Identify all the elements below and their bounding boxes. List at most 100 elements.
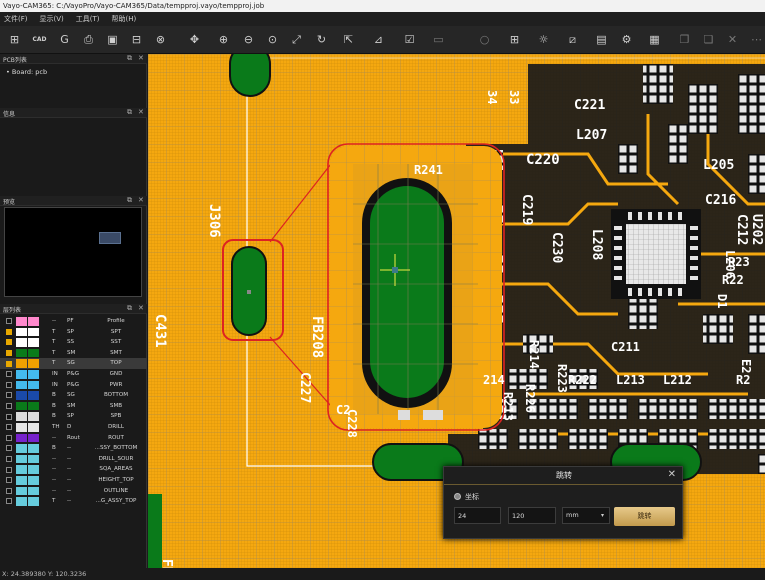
layer-checkbox[interactable] [6, 456, 12, 462]
layer-color-swatch[interactable] [28, 338, 39, 347]
light-icon[interactable]: ☼ [535, 31, 552, 48]
report-icon[interactable]: ▦ [646, 31, 663, 48]
layer-checkbox[interactable] [6, 445, 12, 451]
layer-row[interactable]: TSPSPT [0, 327, 147, 338]
measure-icon[interactable]: ⊿ [370, 31, 387, 48]
x-coordinate-input[interactable] [454, 507, 501, 524]
zoom-out-icon[interactable]: ⊖ [240, 31, 257, 48]
ruler-icon[interactable]: ⧄ [564, 31, 581, 48]
save-icon[interactable]: ▣ [104, 31, 121, 48]
open-file-icon[interactable]: ⎙ [80, 31, 97, 48]
layer-color-swatch[interactable] [16, 497, 27, 506]
export-icon[interactable]: ⇱ [340, 31, 357, 48]
preview-viewport[interactable] [99, 232, 121, 244]
menu-tools[interactable]: 工具(T) [76, 14, 100, 24]
layer-color-swatch[interactable] [16, 317, 27, 326]
layer-color-swatch[interactable] [28, 359, 39, 368]
layer-row[interactable]: BSGBOTTOM [0, 390, 147, 401]
layer-checkbox[interactable] [6, 318, 12, 324]
close-icon[interactable]: ✕ [138, 108, 144, 116]
layer-checkbox[interactable] [6, 424, 12, 430]
layer-color-swatch[interactable] [28, 497, 39, 506]
layer-color-swatch[interactable] [28, 423, 39, 432]
paste-icon[interactable]: ❏ [700, 31, 717, 48]
layer-color-swatch[interactable] [16, 487, 27, 496]
layer-color-swatch[interactable] [28, 317, 39, 326]
grid-icon[interactable]: ⊞ [506, 31, 523, 48]
layer-row[interactable]: INP&GPWR [0, 380, 147, 391]
add-icon[interactable]: ⊞ [6, 31, 23, 48]
menu-view[interactable]: 显示(V) [40, 14, 64, 24]
layer-color-swatch[interactable] [16, 423, 27, 432]
layer-color-swatch[interactable] [28, 391, 39, 400]
layer-row[interactable]: T--...G_ASSY_TOP [0, 496, 147, 507]
pcb-list-item[interactable]: • Board: pcb [6, 68, 47, 76]
float-icon[interactable]: ⧉ [127, 54, 132, 63]
layer-color-swatch[interactable] [16, 381, 27, 390]
close-icon[interactable]: ✕ [138, 304, 144, 312]
display-icon[interactable]: ▤ [593, 31, 610, 48]
layer-color-swatch[interactable] [28, 476, 39, 485]
layer-row[interactable]: ----OUTLINE [0, 486, 147, 497]
layer-color-swatch[interactable] [28, 349, 39, 358]
cancel-icon[interactable]: ⊗ [152, 31, 169, 48]
layer-row[interactable]: ----SQA_AREAS [0, 464, 147, 475]
layer-color-swatch[interactable] [16, 434, 27, 443]
layer-row[interactable]: ----DRILL_SOUR [0, 454, 147, 465]
checklist-icon[interactable]: ☑ [401, 31, 418, 48]
layer-color-swatch[interactable] [16, 412, 27, 421]
layer-row[interactable]: BSPSPB [0, 411, 147, 422]
chevron-down-icon[interactable]: ▾ [601, 512, 604, 519]
copy-icon[interactable]: ❐ [676, 31, 693, 48]
save-as-icon[interactable]: ⊟ [128, 31, 145, 48]
menu-file[interactable]: 文件(F) [4, 14, 28, 24]
layer-color-swatch[interactable] [16, 455, 27, 464]
g-icon[interactable]: G [56, 31, 73, 48]
layer-color-swatch[interactable] [28, 381, 39, 390]
float-icon[interactable]: ⧉ [127, 108, 132, 117]
close-icon[interactable]: ✕ [138, 196, 144, 204]
layer-color-swatch[interactable] [16, 391, 27, 400]
layer-row[interactable]: TSGTOP [0, 358, 147, 369]
layer-checkbox[interactable] [6, 467, 12, 473]
layer-color-swatch[interactable] [16, 402, 27, 411]
close-icon[interactable]: ✕ [138, 54, 144, 62]
layer-checkbox[interactable] [6, 435, 12, 441]
layer-color-swatch[interactable] [16, 338, 27, 347]
layer-row[interactable]: THDDRILL [0, 422, 147, 433]
layer-row[interactable]: B--...SSY_BOTTOM [0, 443, 147, 454]
layer-checkbox[interactable] [6, 329, 12, 335]
layer-color-swatch[interactable] [16, 444, 27, 453]
layer-row[interactable]: TSSSST [0, 337, 147, 348]
layer-checkbox[interactable] [6, 477, 12, 483]
layer-checkbox[interactable] [6, 382, 12, 388]
float-icon[interactable]: ⧉ [127, 196, 132, 205]
y-coordinate-input[interactable] [508, 507, 556, 524]
layer-color-swatch[interactable] [28, 434, 39, 443]
layer-color-swatch[interactable] [28, 328, 39, 337]
goto-button[interactable]: 跳转 [614, 507, 675, 526]
layer-color-swatch[interactable] [16, 349, 27, 358]
layer-checkbox[interactable] [6, 392, 12, 398]
zoom-in-icon[interactable]: ⊕ [215, 31, 232, 48]
more-icon[interactable]: ⋯ [748, 31, 765, 48]
close-icon[interactable]: ✕ [668, 469, 676, 480]
layer-checkbox[interactable] [6, 498, 12, 504]
float-icon[interactable]: ⧉ [127, 304, 132, 313]
layer-color-swatch[interactable] [28, 412, 39, 421]
menu-help[interactable]: 帮助(H) [112, 14, 137, 24]
layer-color-swatch[interactable] [16, 359, 27, 368]
layer-color-swatch[interactable] [28, 465, 39, 474]
layer-icon[interactable]: ▭ [430, 31, 447, 48]
layer-row[interactable]: --PFProfile [0, 316, 147, 327]
layer-color-swatch[interactable] [28, 444, 39, 453]
layer-color-swatch[interactable] [28, 487, 39, 496]
settings-icon[interactable]: ⚙ [618, 31, 635, 48]
layer-row[interactable]: BSMSMB [0, 401, 147, 412]
move-icon[interactable]: ✥ [186, 31, 203, 48]
layer-color-swatch[interactable] [28, 402, 39, 411]
zoom-window-icon[interactable]: ⊙ [264, 31, 281, 48]
layer-color-swatch[interactable] [16, 476, 27, 485]
layer-checkbox[interactable] [6, 350, 12, 356]
layer-row[interactable]: ----HEIGHT_TOP [0, 475, 147, 486]
